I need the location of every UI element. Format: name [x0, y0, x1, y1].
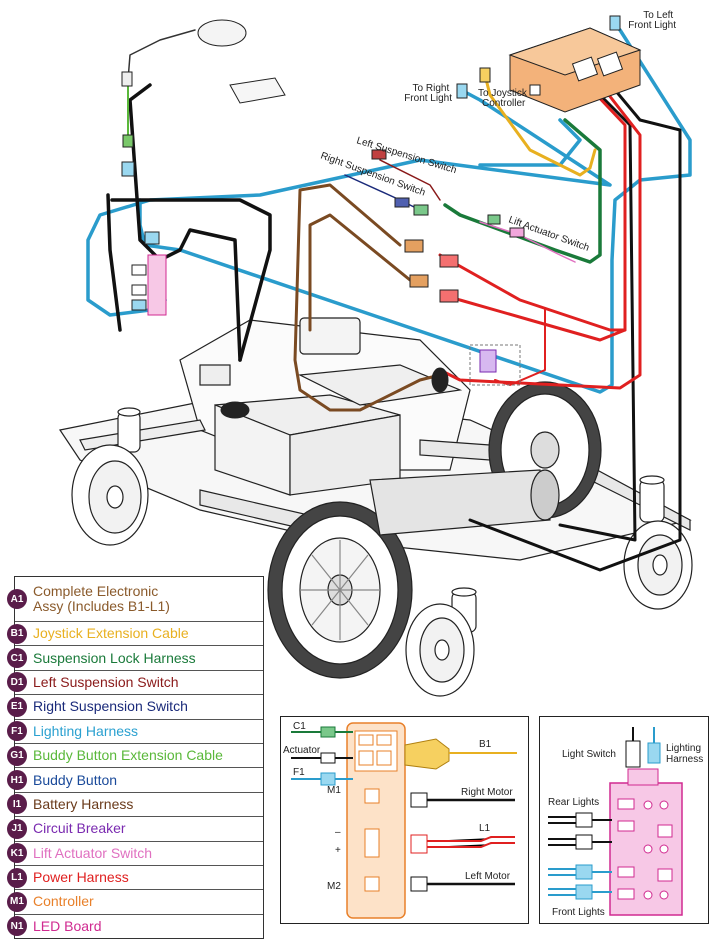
black-motor-wire — [468, 88, 682, 572]
legend-label: Joystick Extension Cable — [33, 625, 189, 642]
black-motor-wire-2 — [558, 93, 637, 542]
inset-label-plus: + — [335, 845, 341, 856]
legend-row-k1: K1 Lift Actuator Switch — [7, 842, 263, 866]
controller-unit — [508, 27, 642, 113]
left-suspension-wire — [379, 159, 441, 201]
legend-label: Controller — [33, 893, 94, 910]
callout-left-front-light-line1: To Left — [643, 10, 673, 21]
circuit-breaker — [229, 77, 286, 104]
led-board-inset: Light Switch Lighting Harness Rear Light… — [539, 716, 709, 924]
legend-badge: M1 — [7, 891, 27, 912]
buddy-button — [197, 19, 247, 47]
legend-row-h1: H1 Buddy Button — [7, 768, 263, 793]
callout-right-front-light-line1: To Right — [413, 83, 450, 94]
legend-badge: C1 — [7, 648, 27, 669]
legend-row-d1: D1 Left Suspension Switch — [7, 671, 263, 696]
legend-row-m1: M1 Controller — [7, 890, 263, 915]
inset-label-left-motor: Left Motor — [465, 871, 511, 882]
inset-label-c1: C1 — [293, 721, 306, 732]
callout-left-front-light: To Left Front Light — [628, 10, 676, 31]
inset-label-l1: L1 — [479, 823, 491, 834]
legend-row-c1: C1 Suspension Lock Harness — [7, 646, 263, 671]
legend-row-l1: L1 Power Harness — [7, 866, 263, 891]
legend-badge: J1 — [7, 818, 27, 839]
legend-badge: L1 — [7, 867, 27, 888]
legend-row-j1: J1 Circuit Breaker — [7, 817, 263, 842]
callout-right-front-light-line2: Front Light — [404, 93, 452, 104]
legend-badge: N1 — [7, 916, 27, 937]
components — [121, 15, 642, 419]
legend-label: Suspension Lock Harness — [33, 649, 196, 666]
inset-label-f1: F1 — [293, 767, 305, 778]
legend-label: Lift Actuator Switch — [33, 844, 153, 861]
inset-label-light-switch: Light Switch — [562, 749, 616, 760]
legend-badge: K1 — [7, 843, 27, 864]
legend-label: Circuit Breaker — [33, 820, 126, 837]
controller-inset-drawing: C1 Actuator F1 M1 – + M2 B1 Right Motor … — [283, 721, 517, 919]
red-breaker-wire — [494, 307, 546, 386]
legend-badge: A1 — [7, 589, 27, 609]
suspension-lock-wire — [443, 118, 602, 264]
inset-label-actuator: Actuator — [283, 745, 321, 756]
led-board-inset-drawing: Light Switch Lighting Harness Rear Light… — [548, 727, 704, 918]
inset-label-front-lights: Front Lights — [552, 907, 605, 918]
wheelchair-chassis — [59, 317, 693, 697]
lighting-harness-wire-3 — [478, 118, 582, 167]
callout-joystick-controller-line2: Controller — [482, 98, 526, 109]
joystick-cable-wire — [483, 73, 597, 177]
inset-label-b1: B1 — [479, 739, 492, 750]
legend-row-g1: G1 Buddy Button Extension Cable — [7, 744, 263, 769]
red-power-wire-2 — [443, 88, 627, 342]
wiring-harnesses — [86, 20, 692, 572]
legend-label: LED Board — [33, 917, 102, 934]
battery-harness-wire-2 — [308, 213, 412, 332]
inset-label-lighting-harness-line2: Harness — [666, 754, 703, 765]
legend-label: Lighting Harness — [33, 722, 139, 739]
controller-inset: C1 Actuator F1 M1 – + M2 B1 Right Motor … — [280, 716, 529, 924]
legend-label: Buddy Button — [33, 771, 118, 788]
callout-right-front-light: To Right Front Light — [404, 83, 452, 104]
legend-label: Battery Harness — [33, 795, 134, 812]
callout-left-front-light-line2: Front Light — [628, 20, 676, 31]
legend-label: Power Harness — [33, 869, 129, 886]
legend-row-f1: F1 Lighting Harness — [7, 720, 263, 744]
legend-badge: G1 — [7, 745, 27, 766]
legend-badge: E1 — [7, 696, 27, 717]
legend-badge: F1 — [7, 721, 27, 742]
callout-joystick-controller-line1: To Joystick — [478, 88, 528, 99]
legend-label: Complete Electronic Assy (Includes B1-L1… — [33, 583, 170, 614]
legend-row-b1: B1 Joystick Extension Cable — [7, 622, 263, 647]
legend-label: Right Suspension Switch — [33, 698, 188, 715]
inset-label-m2: M2 — [327, 881, 341, 892]
black-power-wire-2 — [106, 193, 272, 362]
inset-label-lighting-harness-line1: Lighting — [666, 743, 701, 754]
legend-row-e1: E1 Right Suspension Switch — [7, 695, 263, 720]
legend-row-n1: N1 LED Board — [7, 915, 263, 938]
legend-badge: B1 — [7, 623, 27, 644]
legend-row-a1: A1 Complete Electronic Assy (Includes B1-… — [7, 577, 263, 622]
inset-label-right-motor: Right Motor — [461, 787, 513, 798]
parts-legend: A1 Complete Electronic Assy (Includes B1-… — [7, 576, 264, 939]
callout-joystick-controller: To Joystick Controller — [478, 88, 530, 109]
led-board — [131, 254, 167, 316]
inset-label-minus: – — [335, 827, 341, 838]
buddy-button-cable — [127, 29, 196, 81]
red-power-wire — [438, 88, 642, 390]
black-power-wire — [128, 83, 242, 362]
legend-row-i1: I1 Battery Harness — [7, 793, 263, 818]
legend-label: Left Suspension Switch — [33, 673, 179, 690]
inset-label-rear-lights: Rear Lights — [548, 797, 599, 808]
lift-actuator-wire — [479, 221, 576, 263]
battery-harness-wire — [293, 183, 442, 412]
legend-badge: D1 — [7, 672, 27, 693]
inset-label-m1: M1 — [327, 785, 341, 796]
legend-badge: H1 — [7, 770, 27, 791]
legend-badge: I1 — [7, 794, 27, 815]
legend-label: Buddy Button Extension Cable — [33, 747, 223, 764]
inset-label-lighting-harness: Lighting Harness — [666, 743, 704, 765]
